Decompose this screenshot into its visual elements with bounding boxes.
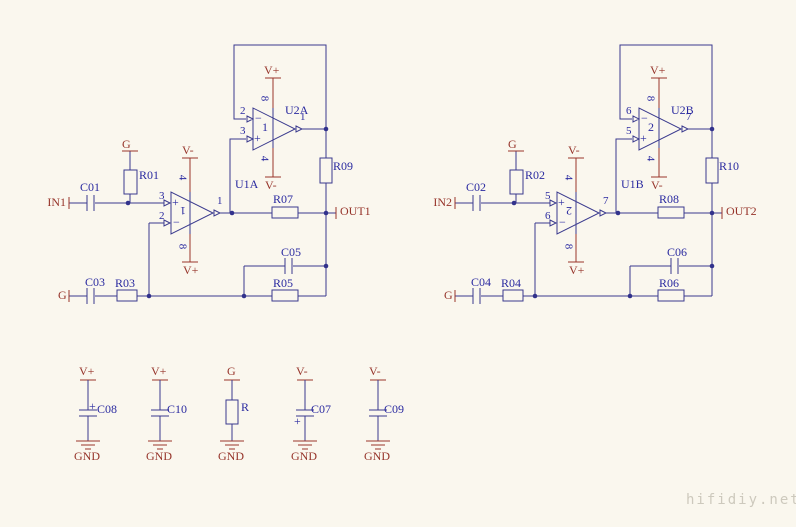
c01-label: C01 bbox=[80, 180, 101, 194]
u2b-vminus-label: V- bbox=[651, 178, 663, 192]
g-power-label-top-left: G bbox=[122, 137, 131, 151]
u1b-vminus-label: V- bbox=[568, 143, 580, 157]
c02-label: C02 bbox=[466, 180, 487, 194]
u2b-minus-sign: − bbox=[641, 111, 648, 125]
c08-polarity-plus: + bbox=[89, 399, 96, 413]
u2b-vplus-label: V+ bbox=[650, 63, 666, 77]
rail-label-vminus-1: V- bbox=[296, 364, 308, 378]
in2-port-label: IN2 bbox=[433, 195, 452, 209]
r02-label: R02 bbox=[525, 168, 546, 182]
gnd-label-3: GND bbox=[218, 449, 244, 463]
u2a-pin4-label: 4 bbox=[258, 155, 271, 162]
c04-label: C04 bbox=[471, 275, 492, 289]
u2b-pin7-label: 7 bbox=[686, 111, 692, 123]
r06-label: R06 bbox=[659, 276, 680, 290]
u2a-designator: U2A bbox=[285, 103, 309, 117]
c09-label: C09 bbox=[384, 402, 405, 416]
rail-label-vplus-2: V+ bbox=[151, 364, 167, 378]
u2b-pin4-label: 4 bbox=[644, 155, 657, 162]
c07-polarity-plus: + bbox=[294, 414, 301, 428]
r03-label: R03 bbox=[115, 276, 136, 290]
u2a-pin2-label: 2 bbox=[240, 105, 246, 117]
c10-label: C10 bbox=[167, 402, 188, 416]
u1a-pin3-label: 3 bbox=[159, 190, 165, 202]
u2b-designator: U2B bbox=[671, 103, 694, 117]
u2b-pin8-label: 8 bbox=[644, 95, 657, 102]
u2a-plus-sign: + bbox=[254, 131, 261, 145]
u1b-minus-sign: − bbox=[559, 215, 566, 229]
u2a-pin1-label: 1 bbox=[300, 111, 306, 123]
u1a-part-number: 1 bbox=[180, 204, 186, 218]
in1-port-label: IN1 bbox=[47, 195, 66, 209]
c06-label: C06 bbox=[667, 245, 688, 259]
watermark: hifidiy.net bbox=[686, 492, 796, 508]
gnd-label-1: GND bbox=[74, 449, 100, 463]
gnd-symbol bbox=[220, 440, 244, 450]
u1b-vplus-label: V+ bbox=[569, 263, 585, 277]
u2b-part-number: 2 bbox=[648, 120, 654, 134]
u1a-vminus-label: V- bbox=[182, 143, 194, 157]
u1b-part-number: 2 bbox=[566, 204, 572, 218]
r01-label: R01 bbox=[139, 168, 160, 182]
r05-label: R05 bbox=[273, 276, 294, 290]
g-port-label-left: G bbox=[58, 288, 67, 302]
r-bleeder-label: R bbox=[241, 400, 250, 414]
out1-port-label: OUT1 bbox=[340, 204, 371, 218]
left-channel-geometry bbox=[68, 44, 337, 305]
gnd-label-2: GND bbox=[146, 449, 172, 463]
u2a-pin8-label: 8 bbox=[258, 95, 271, 102]
u2a-part-number: 1 bbox=[262, 120, 268, 134]
r10-label: R10 bbox=[719, 159, 740, 173]
u2b-pin6-label: 6 bbox=[626, 105, 632, 117]
u1b-pin5-label: 5 bbox=[545, 190, 551, 202]
r08-label: R08 bbox=[659, 192, 680, 206]
bleeder-resistor-body bbox=[225, 399, 239, 425]
u1a-plus-sign: + bbox=[172, 195, 179, 209]
u1b-pin6-label: 6 bbox=[545, 210, 551, 222]
r04-label: R04 bbox=[501, 276, 522, 290]
u2b-plus-sign: + bbox=[640, 131, 647, 145]
u2a-minus-sign: − bbox=[255, 111, 262, 125]
rail-label-vminus-2: V- bbox=[369, 364, 381, 378]
u1b-pin8-label: 8 bbox=[562, 243, 575, 250]
u1a-pin4-label: 4 bbox=[176, 174, 189, 181]
g-power-label-top-right: G bbox=[508, 137, 517, 151]
u1b-designator: U1B bbox=[621, 177, 644, 191]
u2b-pin5-label: 5 bbox=[626, 125, 632, 137]
c08-label: C08 bbox=[97, 402, 118, 416]
c05-label: C05 bbox=[281, 245, 302, 259]
rail-label-vplus-1: V+ bbox=[79, 364, 95, 378]
gnd-label-4: GND bbox=[291, 449, 317, 463]
gnd-label-5: GND bbox=[364, 449, 390, 463]
r07-label: R07 bbox=[273, 192, 294, 206]
right-channel-geometry bbox=[454, 44, 723, 305]
c07-label: C07 bbox=[311, 402, 332, 416]
c03-label: C03 bbox=[85, 275, 106, 289]
bleeder-resistor-column bbox=[220, 379, 244, 450]
g-port-label-right: G bbox=[444, 288, 453, 302]
u1a-vplus-label: V+ bbox=[183, 263, 199, 277]
u1b-pin7-label: 7 bbox=[603, 195, 609, 207]
u2a-pin3-label: 3 bbox=[240, 125, 246, 137]
u1b-plus-sign: + bbox=[558, 195, 565, 209]
u2a-vminus-label: V- bbox=[265, 178, 277, 192]
out2-port-label: OUT2 bbox=[726, 204, 757, 218]
rail-label-g: G bbox=[227, 364, 236, 378]
u1b-pin4-label: 4 bbox=[562, 174, 575, 181]
u2a-vplus-label: V+ bbox=[264, 63, 280, 77]
u1a-minus-sign: − bbox=[173, 215, 180, 229]
r09-label: R09 bbox=[333, 159, 354, 173]
u1a-pin1-label: 1 bbox=[217, 195, 223, 207]
u1a-pin2-label: 2 bbox=[159, 210, 165, 222]
u1a-designator: U1A bbox=[235, 177, 259, 191]
u1a-pin8-label: 8 bbox=[176, 243, 189, 250]
